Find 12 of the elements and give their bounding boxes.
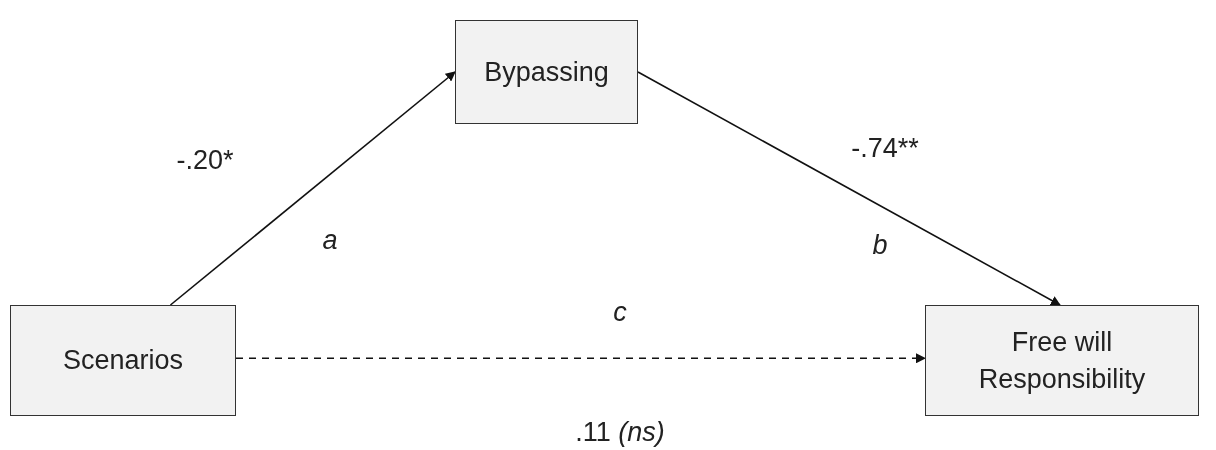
coefficient-label: -.20* bbox=[176, 144, 234, 176]
arrow bbox=[637, 71, 1061, 306]
box-label: Scenarios bbox=[62, 344, 184, 378]
arrow bbox=[169, 71, 456, 306]
box-label: Bypassing bbox=[484, 55, 609, 89]
variable-box bbox=[10, 305, 236, 416]
box-label: Free will Responsibility bbox=[977, 326, 1147, 396]
arrow bbox=[235, 353, 926, 364]
variable-box bbox=[455, 20, 638, 124]
coefficient-label: .11 (ns) bbox=[575, 416, 665, 448]
variable-box bbox=[925, 305, 1199, 416]
coefficient-label: -.74** bbox=[851, 132, 919, 164]
